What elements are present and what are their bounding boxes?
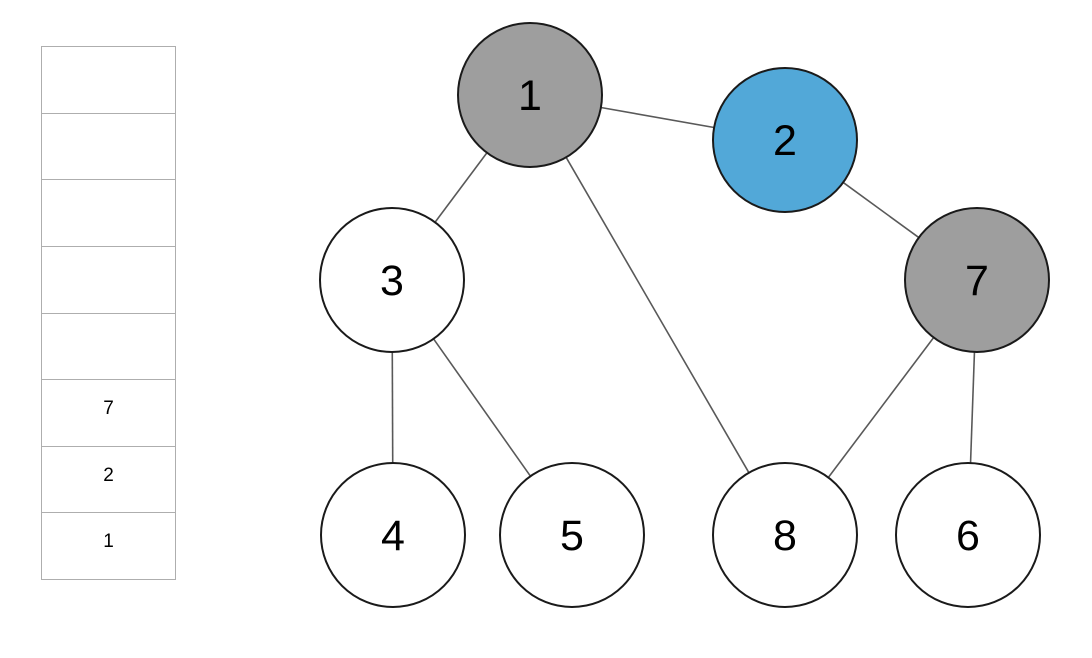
graph-node-7[interactable]: 7 [904,207,1050,353]
stack-cell-filled: 1 [41,512,176,580]
graph-node-label-1: 1 [518,72,542,120]
graph-edge-1-8 [565,156,750,474]
graph-edge-3-5 [432,338,532,477]
graph-node-circle-4[interactable] [320,462,466,608]
graph-node-label-4: 4 [381,512,405,560]
graph-node-label-3: 3 [380,257,404,305]
graph-edge-1-2 [600,106,715,129]
graph-node-4[interactable]: 4 [320,462,466,608]
stack-cell-empty [41,312,176,381]
graph-node-circle-3[interactable] [319,207,465,353]
graph-edge-2-7 [842,181,920,239]
graph-node-label-6: 6 [956,512,980,560]
graph-node-1[interactable]: 1 [457,22,603,168]
graph-node-label-8: 8 [773,512,797,560]
graph-node-circle-6[interactable] [895,462,1041,608]
graph-edge-7-8 [827,337,935,478]
graph-node-2[interactable]: 2 [712,67,858,213]
nodes-layer: 1 2 7 3 4 5 8 6 [319,22,1050,608]
graph-node-8[interactable]: 8 [712,462,858,608]
graph-edge-7-6 [969,351,976,464]
graph-node-label-2: 2 [773,117,797,165]
stack-cell-empty [41,112,176,181]
graph-node-circle-1[interactable] [457,22,603,168]
graph-node-circle-5[interactable] [499,462,645,608]
graph-node-3[interactable]: 3 [319,207,465,353]
graph-node-label-5: 5 [560,512,584,560]
edges-layer [391,106,976,478]
graph-node-circle-7[interactable] [904,207,1050,353]
graph-node-circle-8[interactable] [712,462,858,608]
graph-node-5[interactable]: 5 [499,462,645,608]
stack-cell-empty [41,245,176,314]
stack-cell-empty [41,46,176,114]
graph-node-label-7: 7 [965,257,989,305]
graph-edge-1-3 [434,152,488,223]
stack-cell-filled: 7 [41,379,176,447]
graph-node-circle-2[interactable] [712,67,858,213]
graph-node-6[interactable]: 6 [895,462,1041,608]
